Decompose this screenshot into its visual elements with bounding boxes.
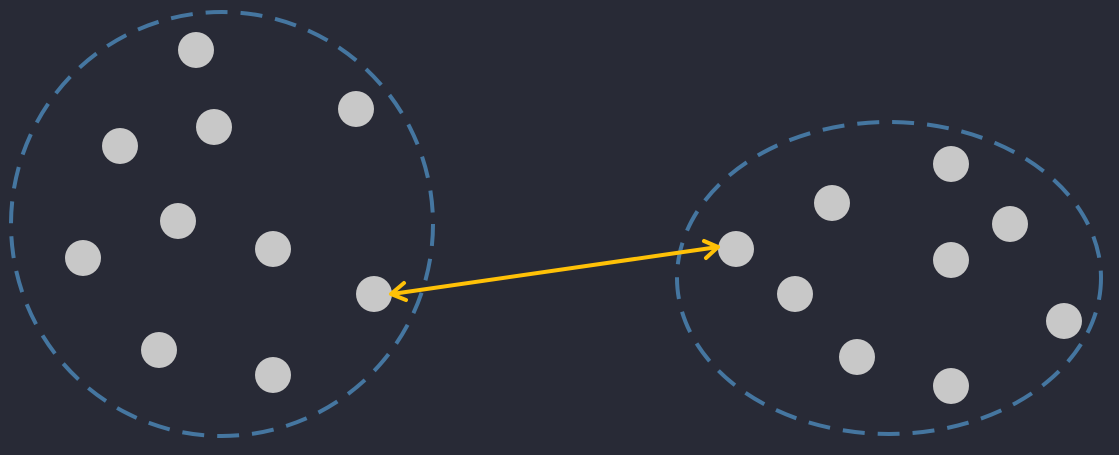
arrow-head-left-icon [389,281,408,302]
cluster-right [675,120,1103,436]
cluster-left-point [141,332,177,368]
cluster-left-point [338,91,374,127]
cluster-left-point [160,203,196,239]
cluster-left-point [356,276,392,312]
cluster-right-point [933,242,969,278]
cluster-left-boundary [9,10,435,438]
cluster-right-point [1046,303,1082,339]
cluster-right-point [718,231,754,267]
inter-cluster-link [389,239,720,302]
cluster-right-point [933,368,969,404]
cluster-left-point [255,231,291,267]
cluster-left-point [178,32,214,68]
cluster-left-point [255,357,291,393]
cluster-left-point [65,240,101,276]
cluster-right-point [933,146,969,182]
cluster-left-point [196,109,232,145]
cluster-right-point [814,185,850,221]
cluster-right-point [839,339,875,375]
cluster-right-boundary [675,120,1103,436]
cluster-right-point [992,206,1028,242]
cluster-right-point [777,276,813,312]
cluster-right-points [718,146,1082,404]
link-line [390,245,720,296]
cluster-left [9,10,435,438]
cluster-left-point [102,128,138,164]
cluster-left-points [65,32,392,393]
arrow-head-right-icon [702,239,720,260]
